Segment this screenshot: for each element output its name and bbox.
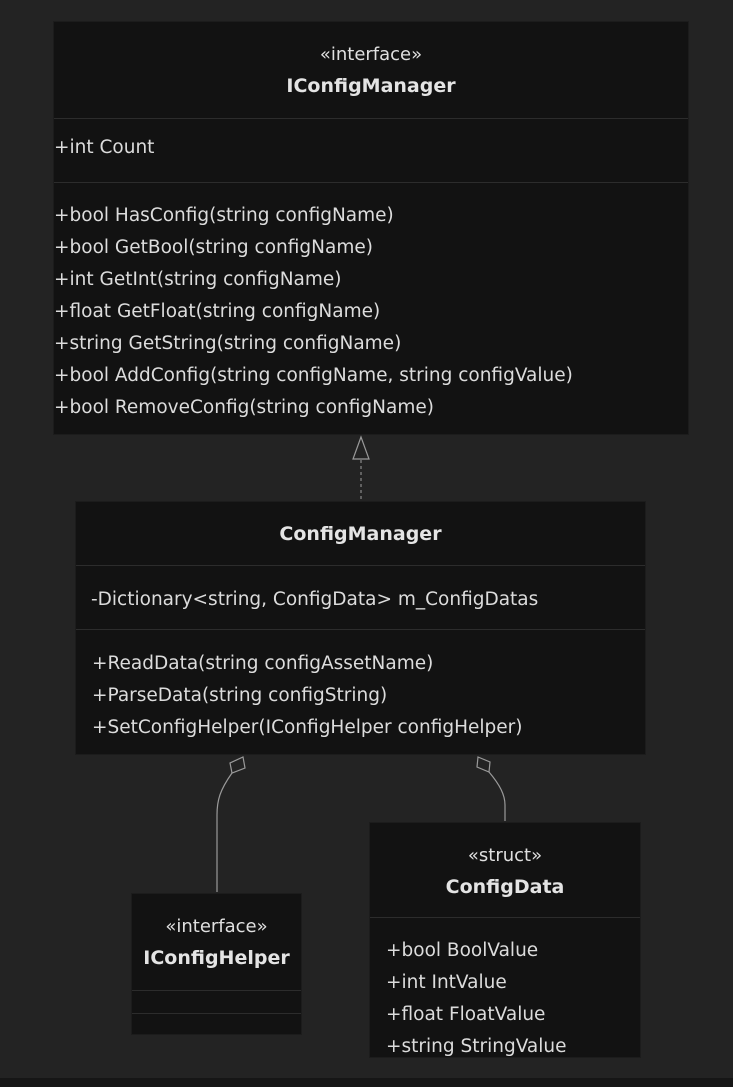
iconfigmanager-attributes: +int Count bbox=[54, 118, 688, 182]
aggregation-diamond-configdata bbox=[476, 756, 491, 773]
configdata-stereotype: «struct» bbox=[467, 845, 543, 866]
iconfighelper-header: «interface» IConfigHelper bbox=[132, 894, 301, 990]
bottom-edge-bar bbox=[0, 1078, 733, 1087]
method-row: +bool AddConfig(string configName, strin… bbox=[54, 365, 573, 386]
method-row: +int GetInt(string configName) bbox=[54, 269, 342, 290]
method-row: +float GetFloat(string configName) bbox=[54, 301, 381, 322]
method-row: +bool GetBool(string configName) bbox=[54, 237, 373, 258]
configdata-class-box: «struct» ConfigData +bool BoolValue +int… bbox=[369, 822, 641, 1058]
method-row: +ParseData(string configString) bbox=[92, 685, 388, 706]
iconfighelper-attributes bbox=[132, 990, 301, 1013]
configmanager-header: ConfigManager bbox=[76, 502, 645, 565]
configdata-name: ConfigData bbox=[445, 876, 565, 898]
aggregation-line-configdata bbox=[488, 771, 506, 821]
iconfighelper-methods bbox=[132, 1013, 301, 1034]
iconfigmanager-stereotype: «interface» bbox=[319, 44, 423, 65]
method-row: +ReadData(string configAssetName) bbox=[92, 653, 434, 674]
aggregation-line-iconfighelper bbox=[216, 772, 233, 892]
configmanager-methods: +ReadData(string configAssetName) +Parse… bbox=[76, 629, 645, 744]
method-row: +bool HasConfig(string configName) bbox=[54, 205, 394, 226]
attribute-row: +float FloatValue bbox=[386, 1004, 546, 1025]
iconfigmanager-class-box: «interface» IConfigManager +int Count +b… bbox=[53, 21, 689, 435]
configdata-attributes: +bool BoolValue +int IntValue +float Flo… bbox=[370, 917, 640, 1063]
iconfigmanager-name: IConfigManager bbox=[286, 75, 456, 97]
configmanager-name: ConfigManager bbox=[279, 523, 442, 545]
aggregation-diamond-iconfighelper bbox=[229, 756, 246, 774]
configmanager-attributes: -Dictionary<string, ConfigData> m_Config… bbox=[76, 565, 645, 629]
attribute-row: +int Count bbox=[54, 137, 155, 158]
iconfighelper-stereotype: «interface» bbox=[165, 916, 268, 937]
iconfigmanager-methods: +bool HasConfig(string configName) +bool… bbox=[54, 182, 688, 424]
attribute-row: -Dictionary<string, ConfigData> m_Config… bbox=[91, 589, 539, 610]
iconfighelper-name: IConfigHelper bbox=[143, 947, 290, 969]
attribute-row: +string StringValue bbox=[386, 1036, 567, 1057]
method-row: +string GetString(string configName) bbox=[54, 333, 402, 354]
attribute-row: +bool BoolValue bbox=[386, 940, 539, 961]
method-row: +SetConfigHelper(IConfigHelper configHel… bbox=[92, 717, 523, 738]
iconfighelper-class-box: «interface» IConfigHelper bbox=[131, 893, 302, 1035]
attribute-row: +int IntValue bbox=[386, 972, 507, 993]
realization-arrowhead bbox=[352, 435, 370, 460]
iconfigmanager-header: «interface» IConfigManager bbox=[54, 22, 688, 118]
configdata-header: «struct» ConfigData bbox=[370, 823, 640, 917]
method-row: +bool RemoveConfig(string configName) bbox=[54, 397, 434, 418]
configmanager-class-box: ConfigManager -Dictionary<string, Config… bbox=[75, 501, 646, 755]
